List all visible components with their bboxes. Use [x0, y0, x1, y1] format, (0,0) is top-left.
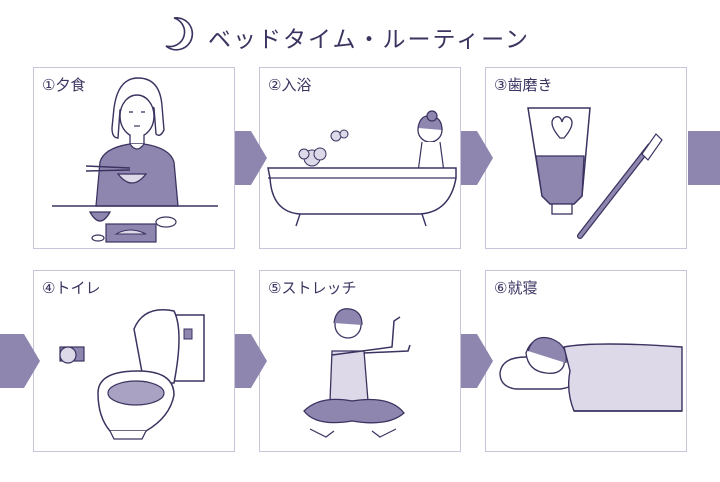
step-stretch-panel: ⑤ストレッチ — [259, 270, 461, 452]
page-title: ベッドタイム・ルーティーン — [208, 27, 531, 53]
chevron-arrow-icon — [235, 131, 267, 185]
toothbrush-illustration — [527, 107, 663, 239]
step-dinner-panel: ①夕食 — [33, 67, 235, 249]
step-label: ③歯磨き — [494, 76, 553, 94]
chevron-arrow-icon — [235, 334, 267, 388]
step-toilet-panel: ④トイレ — [33, 270, 235, 452]
chevron-arrow-icon — [461, 131, 493, 185]
step-bath-panel: ②入浴 — [259, 67, 461, 249]
step-label: ④トイレ — [42, 279, 101, 297]
step-label: ②入浴 — [268, 76, 312, 94]
bath-illustration — [267, 110, 457, 227]
header: ベッドタイム・ルーティーン — [0, 12, 720, 53]
dinner-illustration — [52, 77, 218, 243]
chevron-arrow-icon — [461, 334, 493, 388]
step-label: ⑤ストレッチ — [268, 279, 357, 297]
crescent-moon-icon — [165, 17, 194, 51]
sleep-illustration — [499, 336, 683, 412]
chevron-arrow-icon — [0, 334, 40, 388]
step-teeth-panel: ③歯磨き — [485, 67, 687, 249]
chevron-arrow-icon — [688, 131, 720, 185]
step-sleep-panel: ⑥就寝 — [485, 270, 687, 452]
step-label: ①夕食 — [42, 76, 86, 94]
stretch-illustration — [303, 308, 411, 438]
toilet-illustration — [59, 309, 205, 440]
step-label: ⑥就寝 — [494, 279, 538, 297]
